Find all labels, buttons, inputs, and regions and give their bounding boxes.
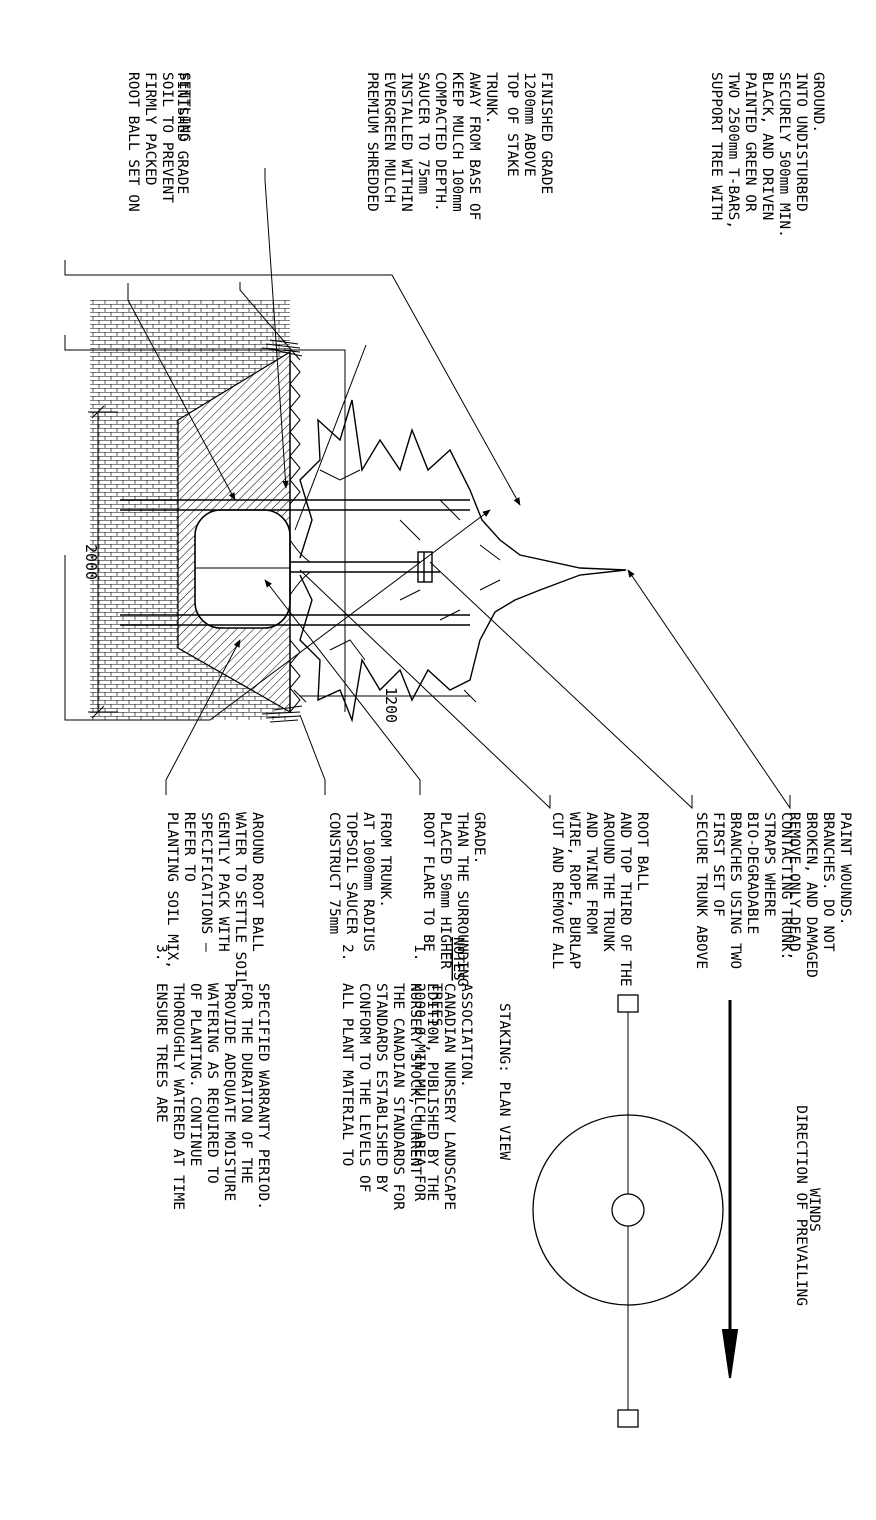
callout-planting-soil: PLANTING SOIL MIX, REFER TO SPECIFICATIO… <box>164 812 265 995</box>
note-2-number: 2. <box>339 944 355 961</box>
dim-width-label: 2000 <box>82 544 100 580</box>
plan-stake-left <box>617 994 639 1013</box>
callout-finished-grade: FINISHED GRADE <box>174 72 190 194</box>
leaders <box>64 168 791 810</box>
wind-direction-label: DIRECTION OF PREVAILING WINDS <box>793 1105 822 1315</box>
callout-mulch: PREMIUM SHREDDED EVERGREEN MULCH INSTALL… <box>364 72 499 229</box>
callout-secure-trunk: SECURE TRUNK ABOVE FIRST SET OF BRANCHES… <box>693 812 794 978</box>
notes: NOTES 1. 2000 Ø MIN MULCH AREA FOR TREES… <box>153 937 474 1219</box>
plan-view-caption: STAKING: PLAN VIEW <box>496 1003 512 1160</box>
dim-height-label: 1200 <box>382 687 400 723</box>
note-1-number: 1. <box>411 944 427 961</box>
callout-support-tree: SUPPORT TREE WITH TWO 2500mm T-BARS, PAI… <box>708 72 826 247</box>
trunk-strap <box>417 551 433 583</box>
callouts-right: REMOVE ONLY DEAD, BROKEN, AND DAMAGED BR… <box>164 812 853 995</box>
note-3-number: 3. <box>153 944 169 961</box>
plan-view: DIRECTION OF PREVAILING WINDS STAKING: P… <box>496 994 822 1428</box>
note-3-text: ENSURE TREES ARE THOROUGHLY WATERED AT T… <box>153 983 271 1219</box>
callout-top-of-stake: TOP OF STAKE 1200mm ABOVE FINISHED GRADE <box>504 72 554 194</box>
callouts-left: SUPPORT TREE WITH TWO 2500mm T-BARS, PAI… <box>125 72 826 247</box>
plan-stake-right <box>617 1409 639 1428</box>
callout-saucer: CONSTRUCT 75mm TOPSOIL SAUCER AT 1000mm … <box>326 812 393 960</box>
callout-root-flare: ROOT FLARE TO BE PLACED 50mm HIGHER THAN… <box>420 812 487 995</box>
plan-trunk-circle <box>611 1193 645 1227</box>
section-view: 2000 1200 <box>82 300 627 723</box>
note-2-text: ALL PLANT MATERIAL TO CONFORM TO THE LEV… <box>339 983 474 1219</box>
evergreen-canopy <box>299 399 627 723</box>
callout-cut-remove: CUT AND REMOVE ALL WIRE, ROPE, BURLAP AN… <box>549 812 650 995</box>
callout-remove-dead: REMOVE ONLY DEAD, BROKEN, AND DAMAGED BR… <box>786 812 853 987</box>
notes-heading: NOTES <box>450 937 466 981</box>
root-ball <box>194 509 291 629</box>
callout-root-ball: ROOT BALL SET ON FIRMLY PACKED SOIL TO P… <box>125 72 192 220</box>
grass-right <box>261 705 303 723</box>
note-1-text: 2000 Ø MIN MULCH AREA FOR TREES. <box>411 983 444 1210</box>
